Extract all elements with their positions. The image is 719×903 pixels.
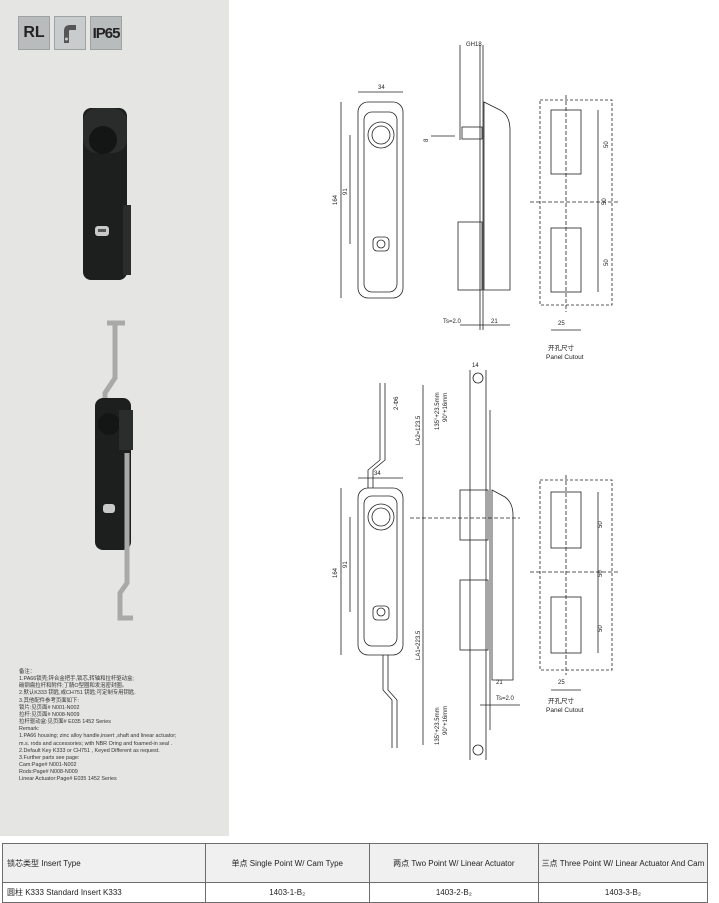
dim-cutout-25b: 25 (558, 680, 565, 686)
left-panel: RL IP65 备注： 1.PA66锁壳;锌合金把手,锁芯,转轴和拉杆驱动盒; … (0, 0, 229, 836)
note-line: 3.Further parts see page: (19, 754, 80, 761)
cutout-label-cn: 开孔尺寸 (548, 343, 575, 352)
note-line: Remark: (19, 726, 40, 733)
dim-cutout-50c: 50 (604, 259, 610, 266)
rl-badge: RL (18, 16, 50, 50)
note-line: 1.PA66 housing; zinc alloy handle,insert… (19, 733, 177, 740)
header-three-point: 三点 Three Point W/ Linear Actuator And Ca… (537, 843, 709, 883)
dim-height-164b: 164 (333, 567, 339, 578)
lock-photo-single (83, 108, 131, 280)
header-single-point: 单点 Single Point W/ Cam Type (204, 843, 370, 883)
spec-table: 锁芯类型 Insert Type 单点 Single Point W/ Cam … (2, 843, 709, 903)
note-line: Cam:Page# N001-N002 (19, 762, 77, 769)
note-line: Rods:Page# N008-N009 (19, 769, 78, 776)
note-line: Linear Actuator:Page# E035 1452 Series (19, 776, 117, 783)
dim-thickness: Ts=2.0 (443, 319, 462, 325)
lock-photo-rod (95, 320, 133, 621)
dim-rod-1: 135°+23.5mm (435, 392, 441, 430)
dim-holes: 2-Φ6 (394, 396, 400, 410)
dim-width-14: 14 (472, 363, 479, 369)
cutout-label-en: Panel Cutout (546, 354, 584, 361)
header-two-point: 两点 Two Point W/ Linear Actuator (368, 843, 539, 883)
note-line: 碳钢扁拉杆和附件;丁腈O型圈和发泡密封圈。 (19, 683, 128, 690)
cutout-label-cn-2: 开孔尺寸 (548, 696, 575, 705)
dim-height-91: 91 (343, 188, 349, 195)
cutout-label-en-2: Panel Cutout (546, 707, 584, 714)
note-line: 备注： (19, 669, 36, 675)
ip65-badge: IP65 (90, 16, 122, 50)
table-header-row: 锁芯类型 Insert Type 单点 Single Point W/ Cam … (2, 843, 709, 883)
handle-icon (54, 16, 86, 50)
dim-rod-2: 90°+16mm (443, 393, 449, 422)
dim-cutout-50f: 50 (598, 625, 604, 632)
notes: 备注： 1.PA66锁壳;锌合金把手,锁芯,转轴和拉杆驱动盒; 碳钢扁拉杆和附件… (19, 669, 224, 784)
dim-la2: LA2=123.5 (416, 415, 422, 445)
note-line: 1.PA66锁壳;锌合金把手,锁芯,转轴和拉杆驱动盒; (19, 676, 134, 683)
note-line: 拉杆:见页面# N008-N009 (19, 711, 80, 718)
cell-three: 1403-3-B₂ (537, 882, 709, 903)
cell-insert: 圆柱 K333 Standard Insert K333 (2, 882, 206, 903)
header-insert-type: 锁芯类型 Insert Type (2, 843, 206, 883)
dim-cutout-25: 25 (558, 321, 565, 327)
note-line: m.s. rods and accessories; with NBR Orin… (19, 740, 173, 747)
note-line: 2.Default Key K333 or CH751 , Keyed Diff… (19, 747, 160, 754)
dim-height-91b: 91 (343, 561, 349, 568)
dim-height-164: 164 (333, 194, 339, 205)
table-row: 圆柱 K333 Standard Insert K333 1403-1-B₂ 1… (2, 882, 709, 903)
dim-shaft-8: 8 (424, 138, 430, 142)
dim-rod-3: 135°+23.5mm (435, 707, 441, 745)
note-line: 拉杆驱动盒:见页面# E035 1452 Series (19, 719, 111, 726)
dim-cutout-50d: 50 (598, 521, 604, 528)
dim-cutout-50a: 50 (604, 141, 610, 148)
dim-cutout-50b: 50 (602, 198, 608, 205)
dim-cutout-50e: 50 (598, 570, 604, 577)
dim-rod-4: 90°+16mm (443, 706, 449, 735)
dim-width-34: 34 (378, 85, 385, 91)
cell-two: 1403-2-B₂ (368, 882, 539, 903)
cell-single: 1403-1-B₂ (204, 882, 370, 903)
dim-width-34b: 34 (374, 471, 381, 477)
badge-row: RL IP65 (18, 16, 122, 50)
dim-depth-21b: 21 (496, 680, 503, 686)
technical-drawing: GH18 34 164 91 8 Ts=2.0 21 50 50 50 25 开… (333, 42, 620, 760)
dim-la1: LA1=223.5 (416, 630, 422, 660)
dim-depth-21: 21 (491, 319, 498, 325)
note-line: 3.其他配件参考页面如下: (19, 697, 79, 704)
dim-thickness-b: Ts=2.0 (496, 696, 515, 702)
note-line: 2.默认K333 钥匙,或CH751 钥匙;可定制专用钥匙. (19, 690, 136, 697)
note-line: 锁片:见页面# N001-N002 (19, 704, 80, 711)
dim-gh18: GH18 (466, 42, 482, 48)
